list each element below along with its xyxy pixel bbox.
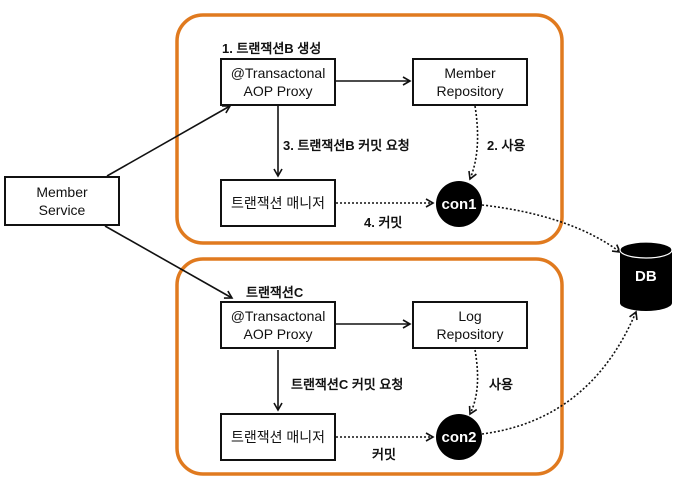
commit-b-label: 4. 커밋: [364, 215, 403, 230]
member-service-line1: Member: [36, 184, 88, 200]
tx-manager-b-label: 트랜잭션 매니저: [230, 195, 326, 211]
tx-manager-c-box: 트랜잭션 매니저: [220, 413, 336, 461]
repo-c-line2: Repository: [436, 326, 504, 342]
transaction-b-header: 1. 트랜잭션B 생성: [222, 41, 322, 56]
db-cylinder-icon: [619, 241, 673, 311]
arrow-service-to-proxy-b: [106, 105, 232, 177]
tx-manager-b-box: 트랜잭션 매니저: [220, 179, 336, 227]
arrow-con1-to-db: [481, 204, 622, 253]
member-repository-box: Member Repository: [412, 58, 528, 106]
aop-proxy-c-box: @Transactonal AOP Proxy: [220, 301, 336, 349]
transaction-c-header: 트랜잭션C: [246, 285, 304, 300]
proxy-c-line2: AOP Proxy: [243, 326, 313, 342]
proxy-c-line1: @Transactonal: [230, 308, 326, 324]
tx-manager-c-label: 트랜잭션 매니저: [230, 429, 326, 445]
repo-b-line2: Repository: [436, 83, 504, 99]
commit-request-c-label: 트랜잭션C 커밋 요청: [291, 377, 404, 392]
repo-c-line1: Log: [458, 308, 482, 324]
db-label: DB: [635, 268, 657, 285]
arrow-repo-b-to-con1: [468, 105, 479, 181]
aop-proxy-b-box: @Transactonal AOP Proxy: [220, 58, 336, 106]
member-service-line2: Service: [38, 202, 86, 218]
arrow-service-to-proxy-c: [104, 225, 234, 299]
proxy-b-line2: AOP Proxy: [243, 83, 313, 99]
arrow-repo-c-to-con2: [468, 349, 479, 416]
commit-c-label: 커밋: [372, 447, 396, 462]
member-service-box: Member Service: [4, 176, 120, 226]
con1-node: con1: [436, 181, 482, 227]
commit-request-b-label: 3. 트랜잭션B 커밋 요청: [283, 138, 410, 153]
con2-node: con2: [436, 414, 482, 460]
arrow-con2-to-db: [481, 310, 638, 435]
transaction-b-group: [175, 13, 564, 245]
use-b-label: 2. 사용: [487, 138, 526, 153]
use-c-label: 사용: [489, 377, 513, 392]
repo-b-line1: Member: [444, 65, 496, 81]
transaction-c-group: [175, 257, 564, 476]
log-repository-box: Log Repository: [412, 301, 528, 349]
proxy-b-line1: @Transactonal: [230, 65, 326, 81]
